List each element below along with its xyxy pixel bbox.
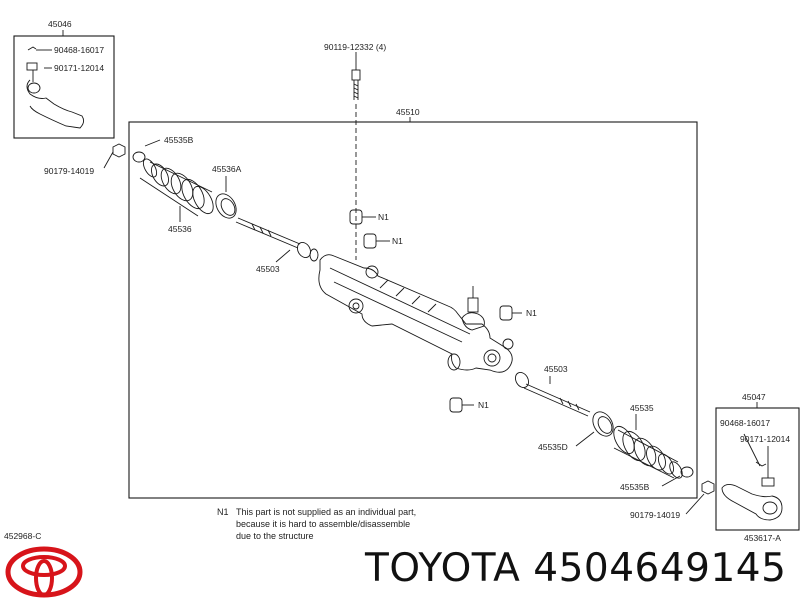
- note-body: This part is not supplied as an individu…: [236, 506, 476, 542]
- bushing-n1-b: [363, 233, 390, 249]
- note-line: This part is not supplied as an individu…: [236, 507, 417, 517]
- label-45503-top: 45503: [256, 264, 280, 274]
- clamp-45535b-top: [132, 139, 161, 163]
- label-45536: 45536: [168, 224, 192, 234]
- tie-rod-45503-lower: [514, 372, 591, 417]
- label-45510: 45510: [396, 107, 420, 117]
- label-n1-c: N1: [526, 308, 537, 318]
- note-line: because it is hard to assemble/disassemb…: [236, 519, 411, 529]
- label-90179-right: 90179-14019: [630, 510, 680, 520]
- label-n1-d: N1: [478, 400, 489, 410]
- bellows-boot-45536: [139, 158, 214, 222]
- clamp-45536a: [215, 176, 237, 219]
- label-90119: 90119-12332 (4): [324, 42, 386, 52]
- label-90468-bottom: 90468-16017: [720, 418, 770, 428]
- assembly-frame: [128, 121, 698, 499]
- tie-rod-45503-upper: [235, 217, 319, 263]
- brand-caption: TOYOTA 4504649145: [365, 545, 786, 593]
- bellows-boot-45535: [613, 414, 683, 479]
- label-45535d: 45535D: [538, 442, 568, 452]
- nut-90179-left: [112, 143, 126, 158]
- brand-name: TOYOTA: [365, 546, 521, 591]
- toyota-logo: [5, 546, 83, 598]
- bushing-n1-c: [499, 305, 522, 321]
- nut-90179-right: [685, 480, 715, 515]
- label-90179-left: 90179-14019: [44, 166, 94, 176]
- inset-box-right: [715, 407, 800, 531]
- tie-rod-end-left: [26, 46, 85, 129]
- inset-box-left: [13, 35, 115, 139]
- part-number: 4504649145: [533, 546, 787, 591]
- label-n1-b: N1: [392, 236, 403, 246]
- note-code: N1: [217, 507, 229, 517]
- label-45535b-bottom: 45535B: [620, 482, 650, 492]
- clamp-45535b-bottom: [661, 466, 694, 487]
- label-n1-a: N1: [378, 212, 389, 222]
- label-45535: 45535: [630, 403, 654, 413]
- label-45046: 45046: [48, 19, 72, 29]
- steering-rack-housing: [318, 254, 514, 373]
- label-90171-bottom: 90171-12014: [740, 434, 790, 444]
- label-45536a: 45536A: [212, 164, 242, 174]
- label-452968c: 452968-C: [4, 531, 41, 541]
- clamp-45535d: [575, 411, 614, 447]
- label-45535b-top: 45535B: [164, 135, 194, 145]
- label-45503-bottom: 45503: [544, 364, 568, 374]
- bushing-n1-a: [349, 209, 376, 225]
- bushing-n1-d: [449, 397, 474, 413]
- label-453617a: 453617-A: [744, 533, 781, 543]
- bolt-90119: [351, 69, 361, 100]
- note-line: due to the structure: [236, 531, 314, 541]
- label-45047: 45047: [742, 392, 766, 402]
- label-90468-top: 90468-16017: [54, 45, 104, 55]
- label-90171-top: 90171-12014: [54, 63, 104, 73]
- tie-rod-end-right: [721, 433, 783, 521]
